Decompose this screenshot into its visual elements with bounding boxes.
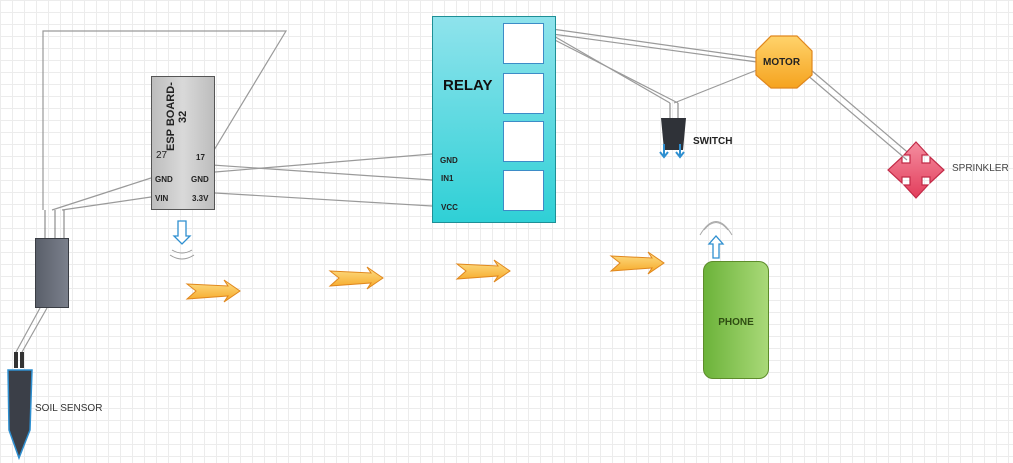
esp-pin-27: 27 — [156, 150, 168, 161]
esp-pin-gnd-left: GND — [155, 175, 173, 184]
motor-label: MOTOR — [763, 57, 801, 68]
wire-switch-to-motor — [673, 69, 758, 104]
download-arrow-icon — [169, 220, 195, 260]
sprinkler-label: SPRINKLER — [952, 163, 1009, 174]
soil-sensor-module — [35, 238, 69, 308]
motor-icon — [755, 35, 813, 89]
wire-relay-to-motor-a — [544, 27, 758, 59]
relay-pin-in1: IN1 — [441, 174, 454, 183]
switch-label: SWITCH — [693, 136, 733, 147]
phone-device — [703, 261, 769, 379]
relay-pin-vcc: VCC — [441, 203, 458, 212]
phone-label: PHONE — [718, 317, 754, 328]
arrow-right-icon — [455, 259, 511, 283]
relay-channel-3 — [503, 121, 544, 162]
relay-channel-2 — [503, 73, 544, 114]
wire-esp-gnd-to-relay-gnd — [214, 153, 433, 173]
four-way-arrow-icon — [887, 141, 945, 199]
wifi-upload-icon — [699, 221, 733, 259]
wire-sensor-to-esp-17 — [42, 30, 288, 210]
esp-pin-gnd-right: GND — [191, 175, 209, 184]
esp-pin-vin: VIN — [155, 194, 169, 203]
relay-channel-1 — [503, 23, 544, 64]
esp-pin-17: 17 — [196, 153, 205, 162]
wire-motor-to-sprinkler — [805, 69, 913, 161]
relay-pin-gnd: GND — [440, 156, 458, 165]
wire-relay-to-switch-b — [544, 34, 679, 104]
arrow-right-icon — [328, 266, 384, 290]
wire-relay-to-motor-b — [544, 32, 758, 63]
arrow-right-icon — [609, 251, 665, 275]
switch-icon — [659, 103, 686, 159]
esp-board — [151, 76, 215, 210]
wire-esp-33-to-relay-vcc — [214, 192, 433, 207]
esp-board-title: ESP BOARD-32 — [165, 82, 189, 152]
wire-sensor-probe-a — [15, 307, 41, 353]
relay-channel-4 — [503, 170, 544, 211]
wire-esp-gnd-to-sensor — [51, 177, 152, 211]
relay-title: RELAY — [443, 77, 493, 94]
wires — [15, 27, 758, 353]
soil-sensor-label: SOIL SENSOR — [35, 403, 103, 414]
wire-sensor-probe-b — [21, 307, 48, 353]
esp-pin-3v3: 3.3V — [192, 194, 209, 203]
arrow-right-icon — [185, 279, 241, 303]
wire-esp-vin-to-sensor — [61, 196, 152, 211]
soil-sensor-probe — [7, 210, 65, 461]
